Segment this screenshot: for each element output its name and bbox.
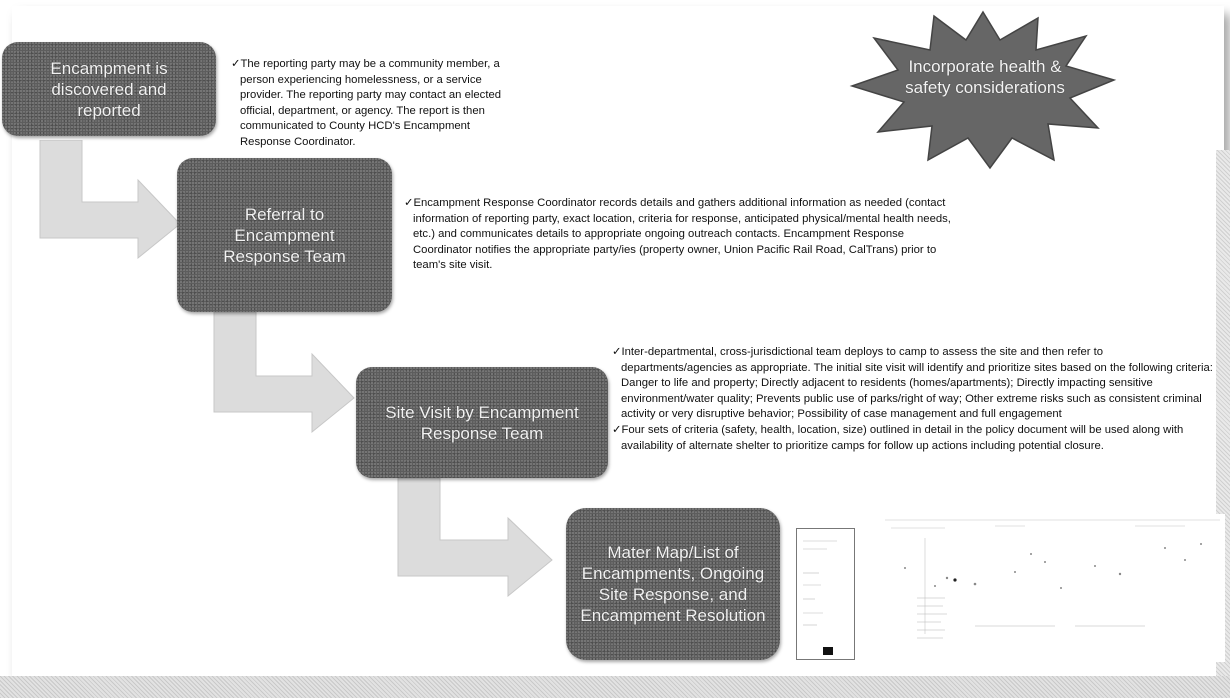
- starburst-callout-shape: [849, 10, 1117, 170]
- description-step3: ✓Inter-departmental, cross-jurisdictiona…: [612, 345, 1214, 454]
- arrow-step2-to-step3: [213, 312, 355, 434]
- arrow-step1-to-step2: [39, 140, 181, 260]
- encampment-map-thumbnail: [885, 514, 1225, 662]
- bullet-text: ✓Inter-departmental, cross-jurisdictiona…: [612, 346, 1213, 421]
- callout-text: Incorporate health & safety consideratio…: [905, 57, 1065, 97]
- policy-document-thumbnail: [796, 528, 855, 660]
- bullet-text: ✓The reporting party may be a community …: [231, 58, 502, 148]
- description-step2: ✓Encampment Response Coordinator records…: [404, 196, 964, 274]
- step-box-discovered: Encampment is discovered and reported: [2, 42, 216, 136]
- bullet-text: ✓Four sets of criteria (safety, health, …: [612, 423, 1184, 452]
- arrow-step3-to-step4: [397, 478, 553, 598]
- step-label: Encampment is discovered and reported: [50, 58, 168, 120]
- step-label: Site Visit by Encampment Response Team: [385, 402, 579, 443]
- bullet-text: ✓Encampment Response Coordinator records…: [404, 197, 951, 272]
- step-label: Mater Map/List of Encampments, Ongoing S…: [580, 543, 766, 625]
- step-label: Referral to Encampment Response Team: [223, 204, 346, 266]
- step-box-site-visit: Site Visit by Encampment Response Team: [356, 367, 608, 478]
- description-step1: ✓The reporting party may be a community …: [231, 57, 506, 151]
- step-box-referral: Referral to Encampment Response Team: [177, 158, 392, 312]
- step-box-master-map: Mater Map/List of Encampments, Ongoing S…: [566, 508, 780, 660]
- shadow-edge-bottom: [0, 676, 1230, 698]
